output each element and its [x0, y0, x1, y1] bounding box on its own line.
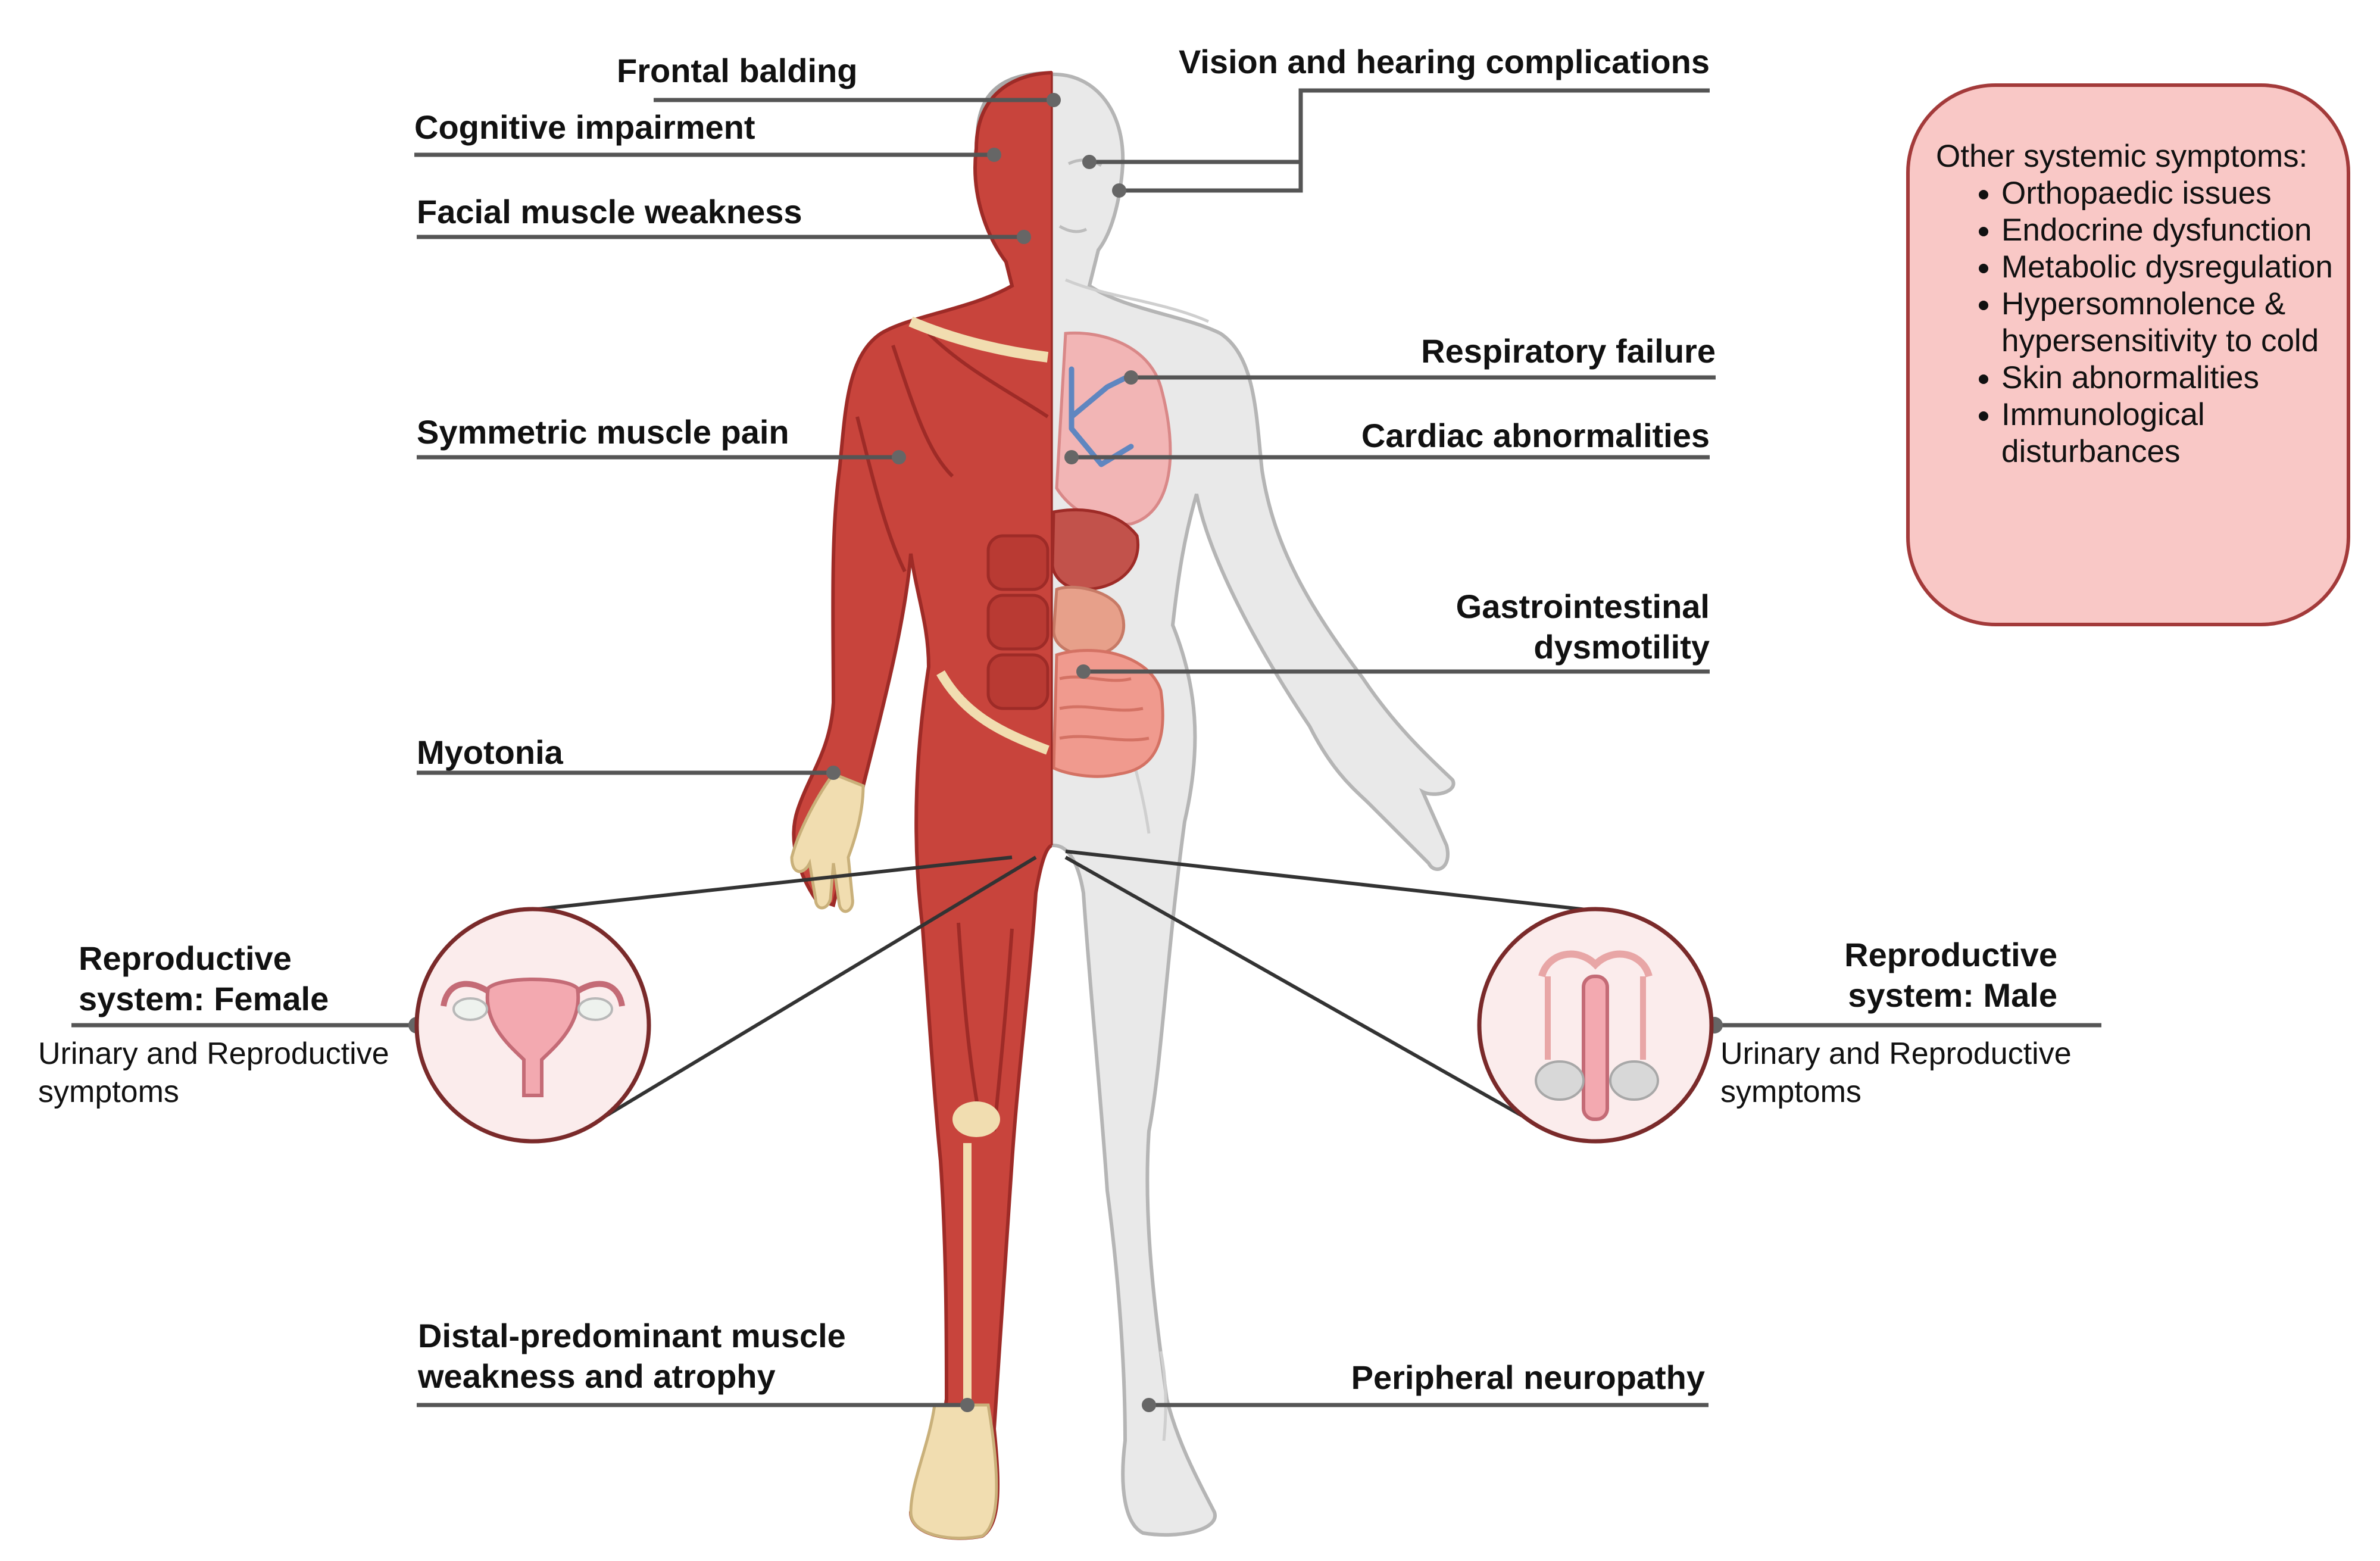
label-peripheral-neuropathy: Peripheral neuropathy — [1351, 1359, 1705, 1396]
systemic-symptoms-box: Other systemic symptoms: Orthopaedic iss… — [1906, 83, 2350, 626]
female-desc-line1: Urinary and Reproductive — [38, 1036, 389, 1071]
label-gastrointestinal-line1: Gastrointestinal — [1456, 588, 1710, 625]
label-distal-line1: Distal-predominant muscle — [418, 1317, 846, 1354]
systemic-symptoms-title: Other systemic symptoms: — [1936, 139, 2308, 174]
male-desc-line2: symptoms — [1720, 1075, 1861, 1109]
label-distal-line2: weakness and atrophy — [418, 1357, 776, 1395]
female-title-line1: Reproductive — [79, 939, 292, 977]
label-respiratory-failure: Respiratory failure — [1421, 332, 1716, 370]
systemic-item-metabolic: Metabolic dysregulation — [2001, 249, 2335, 286]
male-title-line1: Reproductive — [1844, 936, 2057, 973]
internal-organs — [1052, 331, 1172, 778]
systemic-item-immunological: Immunological disturbances — [2001, 397, 2335, 470]
body-muscle-half — [790, 71, 1052, 1540]
male-desc-line1: Urinary and Reproductive — [1720, 1036, 2072, 1071]
systemic-item-orthopaedic: Orthopaedic issues — [2001, 175, 2335, 212]
label-gastrointestinal-line2: dysmotility — [1533, 628, 1710, 666]
systemic-item-endocrine: Endocrine dysfunction — [2001, 212, 2335, 249]
systemic-item-skin: Skin abnormalities — [2001, 360, 2335, 397]
male-title-line2: system: Male — [1848, 976, 2057, 1014]
female-desc-line2: symptoms — [38, 1075, 179, 1109]
leader-lines — [71, 88, 2101, 1407]
label-cardiac-abnormalities: Cardiac abnormalities — [1361, 417, 1710, 454]
label-cognitive-impairment: Cognitive impairment — [414, 108, 755, 146]
female-reproductive-icon — [414, 907, 651, 1144]
systemic-item-hypersomnolence: Hypersomnolence & hypersensitivity to co… — [2001, 286, 2335, 360]
label-myotonia: Myotonia — [417, 733, 563, 771]
male-reproductive-icon — [1477, 907, 1714, 1144]
label-symmetric-muscle-pain: Symmetric muscle pain — [417, 413, 789, 451]
female-callout-lines — [532, 856, 1037, 1133]
label-facial-muscle-weakness: Facial muscle weakness — [417, 193, 802, 230]
body-skin-half — [1052, 73, 1456, 1537]
systemic-symptoms-list: Orthopaedic issues Endocrine dysfunction… — [1936, 175, 2335, 470]
male-callout-lines — [1064, 850, 1587, 1127]
label-vision-hearing: Vision and hearing complications — [1178, 43, 1710, 80]
label-frontal-balding: Frontal balding — [617, 52, 858, 89]
female-title-line2: system: Female — [79, 980, 329, 1017]
